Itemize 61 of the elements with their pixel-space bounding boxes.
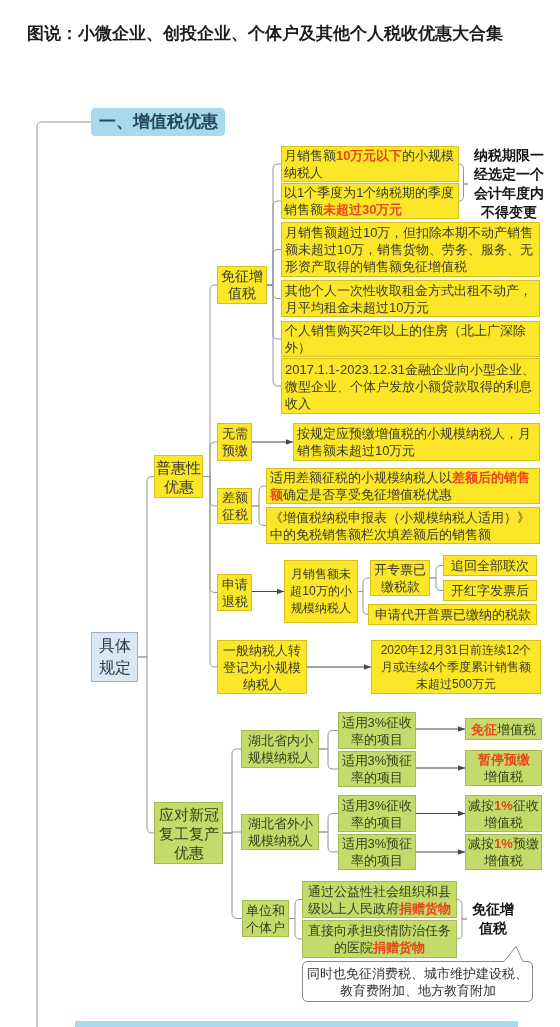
subtopic-box: 湖北省外小规模纳税人 xyxy=(241,814,319,850)
bracket-line xyxy=(266,163,282,387)
detail-box: 申请代开普票已缴纳的税款 xyxy=(368,604,537,625)
section-topic: 一、增值税优惠 xyxy=(91,108,225,136)
subtopic-box: 无需预缴 xyxy=(217,423,252,461)
detail-box: 开红字发票后 xyxy=(443,580,537,601)
subtopic-box: 湖北省内小规模纳税人 xyxy=(241,730,319,768)
topic-box: 具体规定 xyxy=(91,632,138,682)
detail-box: 月销售额10万元以下的小规模纳税人 xyxy=(281,146,459,182)
detail-box: 适用差额征税的小规模纳税人以差额后的销售额确定是否享受免征增值税优惠 xyxy=(266,468,540,504)
arrow xyxy=(415,849,466,855)
arrow xyxy=(306,664,372,670)
detail-box: 月销售额超过10万，但扣除本期不动产销售额未超过10万，销售货物、劳务、服务、无形资产取得的销售额免征增值税 xyxy=(281,222,540,277)
bracket-line xyxy=(357,577,371,615)
bracket-line xyxy=(137,476,155,834)
subtopic-box: 单位和个体户 xyxy=(242,900,289,937)
bracket-line xyxy=(456,899,468,940)
detail-box: 按规定应预缴增值税的小规模纳税人，月销售额未超过10万元 xyxy=(293,423,540,461)
arrow xyxy=(415,726,466,732)
arrow xyxy=(251,439,294,445)
bracket-line xyxy=(318,730,339,770)
detail-box: 2020年12月31日前连续12个月或连续4个季度累计销售额未超过500万元 xyxy=(371,640,541,694)
note-text: 纳税期限一经选定一个会计年度内不得变更 xyxy=(468,146,550,222)
detail-box: 适用3%征收率的项目 xyxy=(338,795,416,832)
detail-box: 减按1%预缴增值税 xyxy=(465,834,542,870)
detail-box: 直接向承担疫情防治任务的医院捐赠货物 xyxy=(302,920,457,958)
detail-box: 适用3%征收率的项目 xyxy=(338,712,416,749)
bracket-line xyxy=(458,163,469,202)
detail-box: 减按1%征收增值税 xyxy=(465,795,542,832)
detail-box: 免征增值税 xyxy=(465,718,542,740)
detail-box: 通过公益性社会组织和县级以上人民政府捐赠货物 xyxy=(302,881,457,918)
arrow xyxy=(415,765,466,771)
bracket-line xyxy=(318,813,339,853)
branch-topic: 应对新冠复工复产优惠 xyxy=(154,802,223,864)
bracket-line xyxy=(251,485,267,526)
detail-box: 其他个人一次性收取租金方式出租不动产，月平均租金未超过10万元 xyxy=(281,280,540,317)
detail-box: 适用3%预征率的项目 xyxy=(338,751,416,787)
bracket-line xyxy=(222,748,243,919)
detail-box: 暂停预缴增值税 xyxy=(465,750,542,786)
detail-box: 以1个季度为1个纳税期的季度销售额未超过30万元 xyxy=(281,183,459,219)
subtopic-box: 申请退税 xyxy=(217,574,252,611)
detail-box: 适用3%预征率的项目 xyxy=(338,834,416,870)
subtopic-box: 开专票已缴税款 xyxy=(370,560,430,596)
detail-box: 2017.1.1-2023.12.31金融企业向小型企业、微型企业、个体户发放小额贷款取得的利息收入 xyxy=(281,358,540,414)
subtopic-box: 差额征税 xyxy=(217,488,252,524)
bracket-line xyxy=(202,284,218,668)
subtopic-box: 月销售额未超10万的小规模纳税人 xyxy=(284,560,358,623)
topic-bar xyxy=(75,1021,518,1027)
diagram-title: 图说：小微企业、创投企业、个体户及其他个人税收优惠大合集 xyxy=(27,23,503,45)
subtopic-box: 一般纳税人转登记为小规模纳税人 xyxy=(217,640,307,694)
detail-box: 追回全部联次 xyxy=(443,555,537,576)
detail-box: 个人销售购买2年以上的住房（北上广深除外） xyxy=(281,321,540,357)
arrow xyxy=(415,810,466,817)
branch-topic: 普惠性优惠 xyxy=(154,455,203,498)
connector-line xyxy=(36,121,92,1027)
arrow xyxy=(251,588,285,595)
subtopic-box: 免征增值税 xyxy=(217,266,267,304)
note-text: 免征增值税 xyxy=(467,899,519,939)
bracket-line xyxy=(429,565,444,591)
bracket-line xyxy=(288,899,303,940)
detail-box: 《增值税纳税申报表（小规模纳税人适用）》中的免税销售额栏次填差额后的销售额 xyxy=(266,507,540,544)
